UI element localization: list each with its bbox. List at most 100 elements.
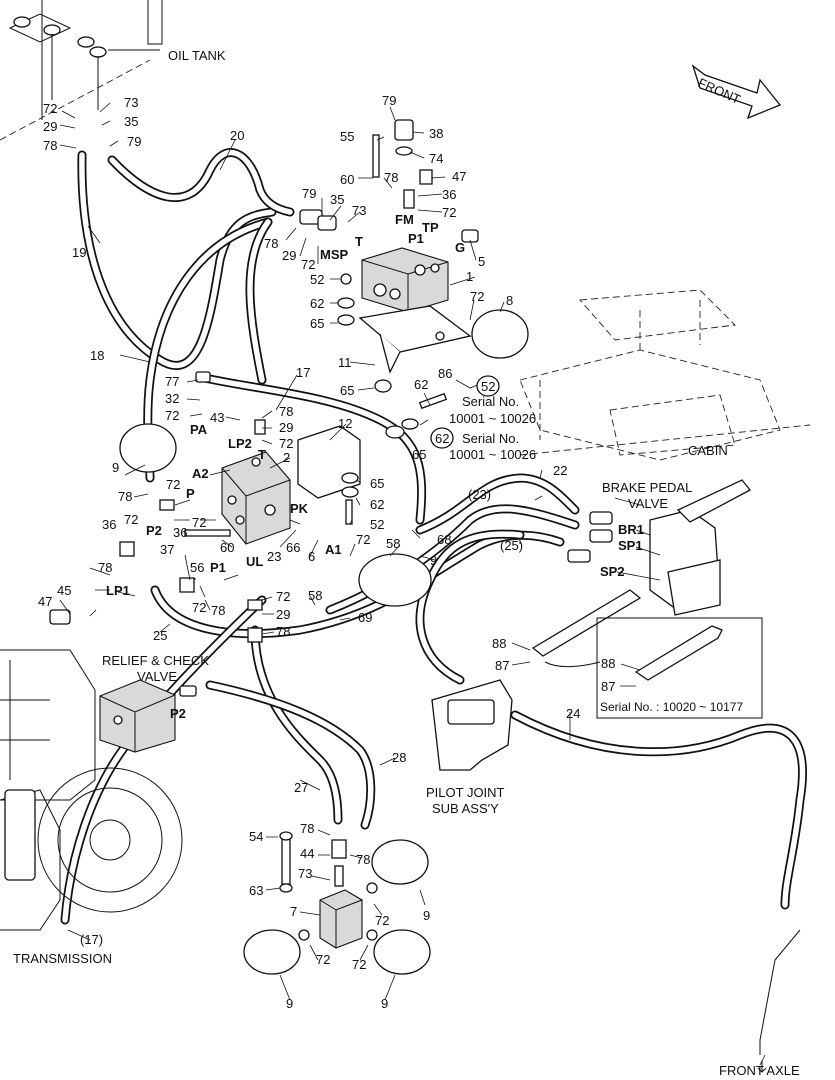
port-g: G <box>455 240 465 255</box>
pilot-joint-sub-assy <box>431 679 513 771</box>
callout-54: 54 <box>249 829 263 844</box>
port-p2-mid: P2 <box>146 523 162 538</box>
serial-62-label-a: Serial No. <box>462 431 519 446</box>
callout-72: 72 <box>165 408 179 423</box>
callout-78: 78 <box>300 821 314 836</box>
port-sp1: SP1 <box>618 538 643 553</box>
callout-60: 60 <box>340 172 354 187</box>
callout-79: 79 <box>382 93 396 108</box>
callout-36: 36 <box>173 525 187 540</box>
callout-87: 87 <box>601 679 615 694</box>
callout-45: 45 <box>57 583 71 598</box>
callout-52: 52 <box>310 272 324 287</box>
port-a1: A1 <box>325 542 342 557</box>
callout-52-circled: 52 <box>481 379 495 394</box>
callout-11: 11 <box>338 355 352 370</box>
part-callouts: 72 73 29 35 78 79 20 19 79 35 73 78 29 7… <box>38 93 615 1011</box>
callout-23: 23 <box>267 549 281 564</box>
relief-check-valve-label-1: RELIEF & CHECK <box>102 653 209 668</box>
cabin-frame <box>519 289 811 461</box>
callout-66: 66 <box>286 540 300 555</box>
transmission <box>0 649 183 931</box>
relief-check-valve-block <box>99 679 197 753</box>
callout-73: 73 <box>352 203 366 218</box>
accumulators <box>119 309 529 975</box>
callout-78: 78 <box>211 603 225 618</box>
transmission-label: TRANSMISSION <box>13 951 112 966</box>
port-ul: UL <box>246 554 263 569</box>
callout-78: 78 <box>118 489 132 504</box>
callout-9: 9 <box>286 996 293 1011</box>
front-axle-label: FRONT AXLE <box>719 1063 800 1078</box>
callout-9: 9 <box>381 996 388 1011</box>
brake-valve-block <box>49 371 291 643</box>
port-msp: MSP <box>320 247 349 262</box>
callout-47: 47 <box>452 169 466 184</box>
pilot-joint-label-1: PILOT JOINT <box>426 785 505 800</box>
callout-72: 72 <box>442 205 456 220</box>
port-pa: PA <box>190 422 208 437</box>
callout-25-paren: (25) <box>500 538 523 553</box>
callout-72: 72 <box>124 512 138 527</box>
callout-28: 28 <box>392 750 406 765</box>
callout-72: 72 <box>166 477 180 492</box>
callout-78: 78 <box>98 560 112 575</box>
callout-35: 35 <box>124 114 138 129</box>
callout-43: 43 <box>210 410 224 425</box>
serial-62-label-b: 10001 ~ 10026 <box>449 447 536 462</box>
callout-72: 72 <box>279 436 293 451</box>
callout-7: 7 <box>290 904 297 919</box>
callout-63: 63 <box>249 883 263 898</box>
callout-78: 78 <box>384 170 398 185</box>
serial-inset-label: Serial No. : 10020 ~ 10177 <box>600 700 743 714</box>
callout-88: 88 <box>492 636 506 651</box>
callout-35: 35 <box>330 192 344 207</box>
callout-72: 72 <box>192 515 206 530</box>
callout-72: 72 <box>356 532 370 547</box>
port-lp1: LP1 <box>106 583 130 598</box>
callout-73: 73 <box>124 95 138 110</box>
callout-44: 44 <box>300 846 314 861</box>
callout-38: 38 <box>429 126 443 141</box>
component-labels: OIL TANK FRONT CABIN BRAKE PEDAL VALVE R… <box>13 48 800 1078</box>
upper-fittings <box>299 119 479 393</box>
callout-62: 62 <box>414 377 428 392</box>
oil-tank <box>0 0 163 141</box>
callout-58: 58 <box>308 588 322 603</box>
port-p: P <box>186 486 195 501</box>
callout-62-circled: 62 <box>435 431 449 446</box>
callout-58: 58 <box>386 536 400 551</box>
callout-72: 72 <box>375 913 389 928</box>
relief-check-valve-label-2: VALVE <box>137 669 177 684</box>
callout-72: 72 <box>352 957 366 972</box>
port-lp2: LP2 <box>228 436 252 451</box>
callout-22: 22 <box>553 463 567 478</box>
callout-65: 65 <box>310 316 324 331</box>
callout-9: 9 <box>423 908 430 923</box>
port-t-mid: T <box>258 447 266 462</box>
callout-9: 9 <box>112 460 119 475</box>
callout-1: 1 <box>466 269 473 284</box>
callout-19: 19 <box>72 245 86 260</box>
cabin-label: CABIN <box>688 443 728 458</box>
callout-36: 36 <box>442 187 456 202</box>
port-br1: BR1 <box>618 522 644 537</box>
callout-86: 86 <box>438 366 452 381</box>
port-labels: FM P1 TP T MSP G PA LP2 T A2 P PK A1 P2 … <box>106 212 644 721</box>
callout-29: 29 <box>43 119 57 134</box>
brake-pedal-valve <box>567 479 751 616</box>
callout-5: 5 <box>478 254 485 269</box>
leader-lines <box>59 102 767 1073</box>
callout-79: 79 <box>302 186 316 201</box>
callout-65: 65 <box>412 447 426 462</box>
callout-8: 8 <box>506 293 513 308</box>
callout-18: 18 <box>90 348 104 363</box>
port-sp2: SP2 <box>600 564 625 579</box>
port-t-top: T <box>355 234 363 249</box>
serial-52-label-a: Serial No. <box>462 394 519 409</box>
callout-17: 17 <box>296 365 310 380</box>
callout-36: 36 <box>102 517 116 532</box>
port-pk: PK <box>290 501 309 516</box>
callout-29: 29 <box>276 607 290 622</box>
